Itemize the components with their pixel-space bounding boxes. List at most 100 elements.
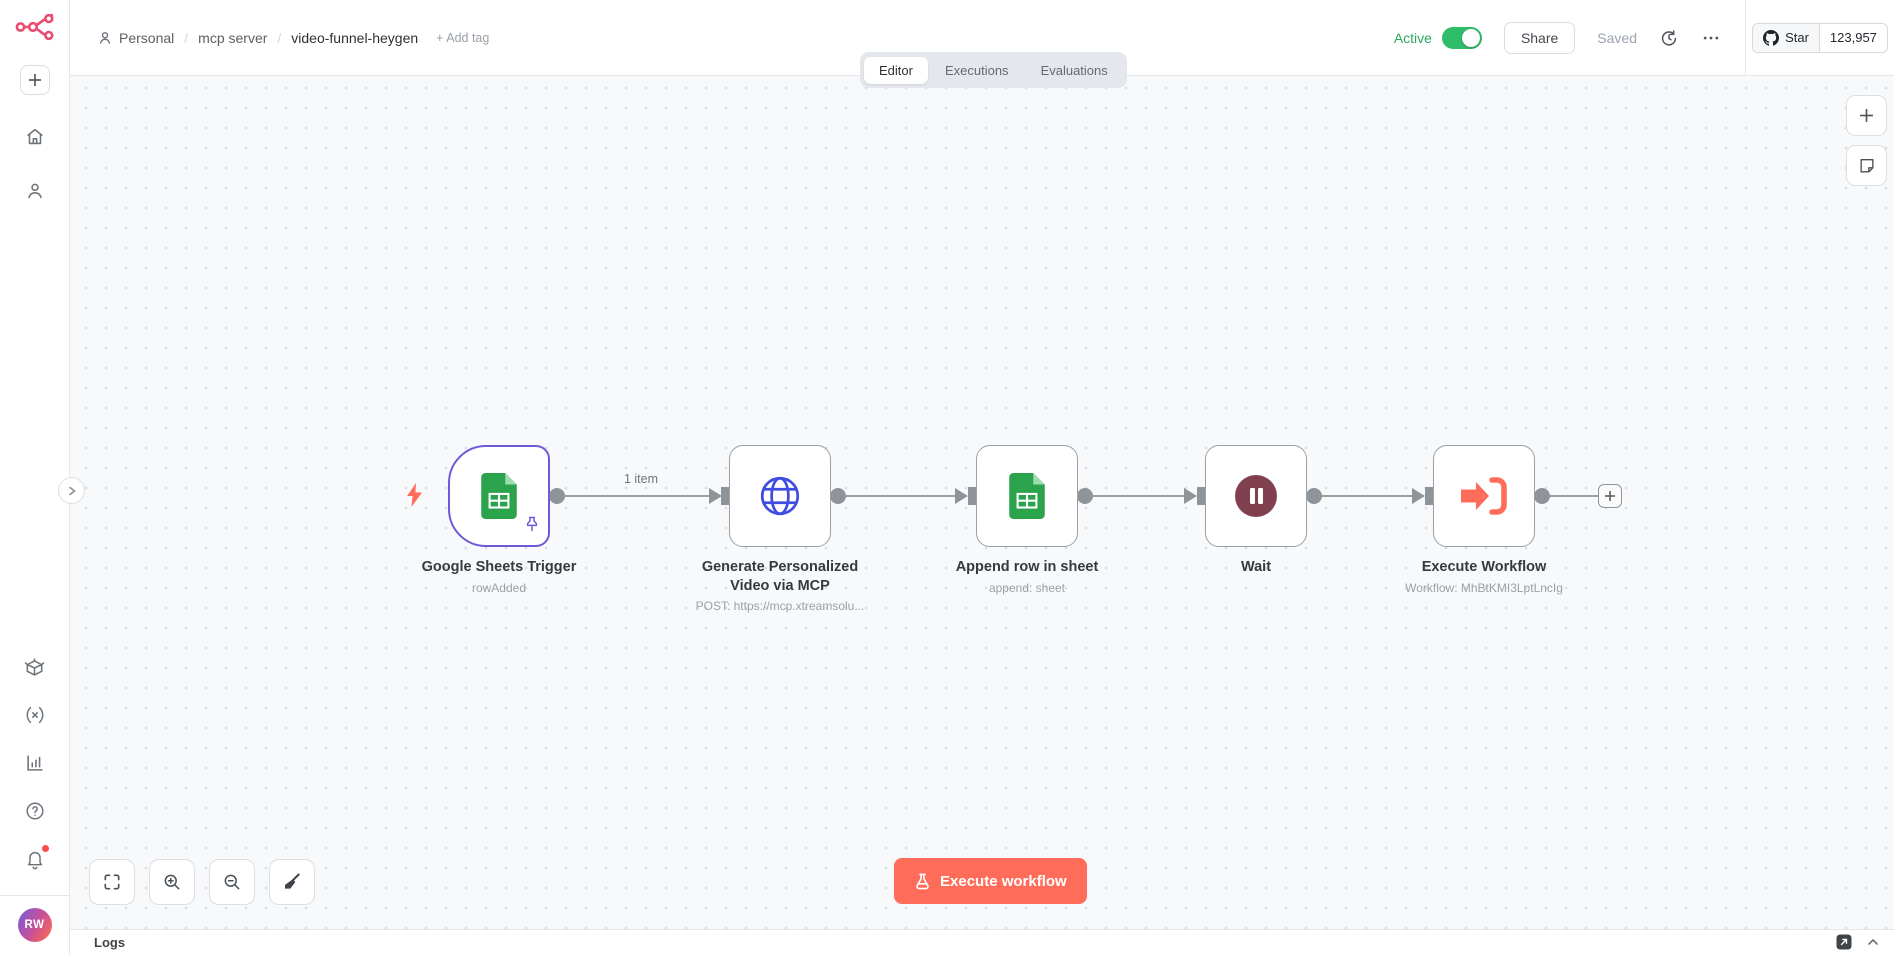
node-wait[interactable] (1205, 445, 1307, 547)
workflow-name[interactable]: video-funnel-heygen (291, 30, 418, 46)
node-append-row-sheet[interactable] (976, 445, 1078, 547)
zoom-in-icon (164, 874, 180, 890)
node-subtitle: rowAdded (471, 580, 527, 595)
fit-view-button[interactable] (89, 859, 135, 905)
breadcrumb-project[interactable]: Personal (98, 30, 174, 46)
add-node-endpoint-button[interactable] (1598, 484, 1622, 508)
add-tag-button[interactable]: + Add tag (436, 30, 490, 45)
user-avatar[interactable]: RW (17, 908, 52, 942)
breadcrumb-project-label: Personal (119, 29, 175, 46)
pop-out-icon[interactable] (1836, 934, 1852, 950)
workflow-active-toggle[interactable] (1441, 26, 1482, 49)
logs-actions (1836, 934, 1880, 950)
connection-items-label: 1 item (623, 472, 659, 486)
sticky-note-icon (1859, 158, 1874, 173)
plus-icon (28, 74, 41, 86)
node-google-sheets-trigger[interactable] (448, 445, 550, 547)
github-star-count: 123,957 (1818, 23, 1887, 52)
trigger-bolt-icon (406, 483, 423, 512)
templates-icon[interactable] (23, 655, 47, 679)
zoom-in-button[interactable] (149, 859, 195, 905)
github-star-widget[interactable]: Star 123,957 (1752, 22, 1888, 53)
tab-executions[interactable]: Executions (944, 62, 1009, 78)
node-label-wait: Wait (1141, 558, 1371, 581)
plus-icon (1860, 109, 1873, 122)
zoom-out-button[interactable] (209, 859, 255, 905)
node-title: Google Sheets Trigger (421, 559, 577, 575)
node-subtitle: POST: https://mcp.xtreamsolu... (695, 599, 865, 614)
home-icon[interactable] (23, 125, 47, 149)
node-subtitle: append: sheet (988, 580, 1066, 595)
globe-http-icon (760, 476, 800, 516)
n8n-logo-icon[interactable] (14, 12, 56, 47)
logs-title: Logs (94, 934, 126, 950)
add-sticky-note-button[interactable] (1846, 145, 1887, 186)
more-options-button[interactable] (1701, 28, 1721, 48)
pause-circle-icon (1235, 475, 1277, 517)
ellipsis-icon (1703, 36, 1719, 39)
node-label-generate-video: Generate Personalized Video via MCP POST… (665, 558, 895, 613)
pinned-data-pin-icon (524, 516, 540, 538)
breadcrumb: Personal / mcp server / video-funnel-hey… (98, 30, 489, 46)
sidebar-separator (0, 895, 69, 896)
node-title: Wait (1240, 559, 1272, 575)
sidebar: RW (0, 0, 70, 954)
header-actions: Active Share Saved (1393, 21, 1721, 54)
tidy-up-button[interactable] (269, 859, 315, 905)
active-label: Active (1393, 29, 1432, 46)
create-workflow-button[interactable] (19, 65, 50, 95)
workflow-canvas[interactable]: 1 item (70, 76, 1894, 929)
version-history-button[interactable] (1659, 28, 1679, 48)
sidebar-bottom: RW (0, 655, 69, 954)
execute-workflow-icon (1461, 477, 1507, 515)
node-generate-video-mcp[interactable] (729, 445, 831, 547)
workflow-name-label: video-funnel-heygen (291, 29, 419, 46)
node-label-google-sheets-trigger: Google Sheets Trigger rowAdded (384, 558, 614, 595)
expand-sidebar-button[interactable] (58, 477, 85, 504)
help-icon[interactable] (23, 799, 47, 823)
connections-layer (549, 487, 1598, 505)
flask-icon (916, 873, 929, 889)
node-title: Execute Workflow (1421, 559, 1547, 575)
tab-editor[interactable]: Editor (864, 56, 928, 84)
breadcrumb-separator: / (184, 29, 189, 46)
breadcrumb-folder-label: mcp server (198, 29, 268, 46)
github-star-label: Star (1785, 30, 1809, 45)
google-sheets-icon (481, 473, 517, 519)
node-subtitle: Workflow: MhBtKMI3LptLncIg (1405, 580, 1563, 595)
breadcrumb-folder[interactable]: mcp server (198, 30, 267, 46)
chevron-right-icon (68, 486, 76, 495)
variables-icon[interactable] (23, 703, 47, 727)
editor-tabs: Editor Executions Evaluations (860, 52, 1127, 88)
plus-icon (1605, 491, 1615, 501)
execute-workflow-button[interactable]: Execute workflow (894, 858, 1087, 904)
node-title: Generate Personalized Video via MCP (701, 559, 859, 594)
breadcrumb-separator: / (277, 29, 282, 46)
logs-panel-header[interactable]: Logs (70, 929, 1894, 954)
tab-evaluations[interactable]: Evaluations (1040, 62, 1108, 78)
github-icon (1763, 29, 1780, 46)
user-icon[interactable] (23, 179, 47, 203)
insights-icon[interactable] (23, 751, 47, 775)
notification-dot (41, 845, 49, 852)
saved-status: Saved (1597, 29, 1637, 46)
execute-workflow-label: Execute workflow (940, 872, 1067, 890)
github-zone: Star 123,957 (1745, 0, 1894, 75)
node-title: Append row in sheet (955, 559, 1099, 575)
node-execute-workflow[interactable] (1433, 445, 1535, 547)
broom-icon (285, 873, 300, 889)
active-toggle-group: Active (1393, 26, 1482, 49)
node-label-execute-workflow: Execute Workflow Workflow: MhBtKMI3LptLn… (1369, 558, 1599, 595)
avatar-initials: RW (24, 919, 45, 931)
connection-ports (549, 487, 1550, 505)
toggle-knob (1461, 28, 1480, 47)
person-icon (99, 31, 111, 44)
share-button[interactable]: Share (1503, 21, 1576, 54)
node-label-append-row: Append row in sheet append: sheet (912, 558, 1142, 595)
google-sheets-icon (1009, 473, 1045, 519)
fit-view-icon (104, 874, 120, 890)
add-node-button[interactable] (1846, 95, 1887, 136)
notifications-bell-icon[interactable] (23, 845, 49, 871)
collapse-chevron-up-icon[interactable] (1866, 935, 1880, 949)
